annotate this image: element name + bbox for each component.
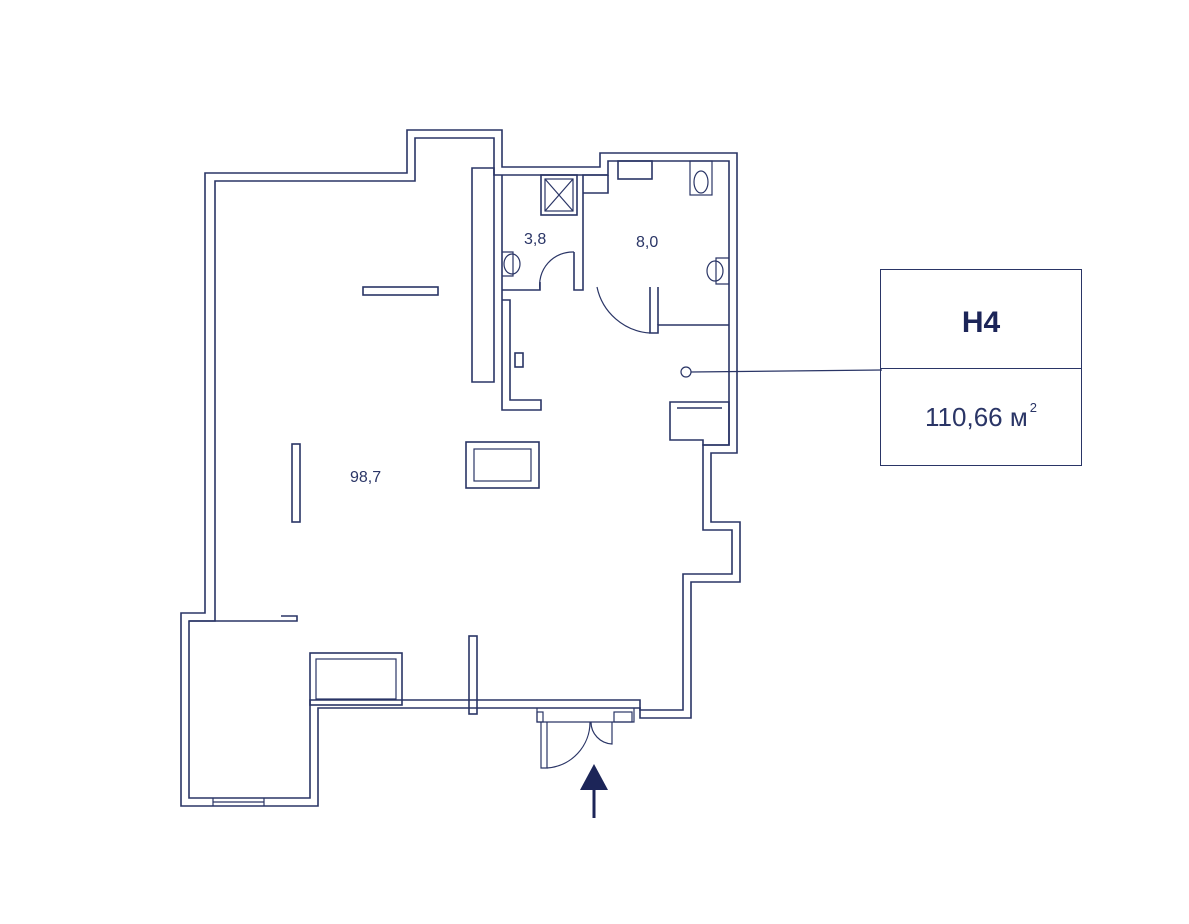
- unit-area-superscript: 2: [1029, 400, 1037, 416]
- unit-area-value: 110,66 м: [925, 402, 1028, 432]
- room-area-bath-small: 3,8: [524, 231, 546, 248]
- shower-icon: [540, 174, 578, 216]
- small-box: [514, 352, 524, 368]
- sink-icon: [706, 257, 729, 285]
- sink-icon: [502, 251, 521, 277]
- entrance-arrow-icon: [580, 764, 608, 818]
- room-area-bath-large: 8,0: [636, 234, 658, 251]
- leader-line: [680, 366, 883, 378]
- room-area-main: 98,7: [350, 469, 381, 486]
- card-divider: [881, 368, 1081, 369]
- bench: [309, 652, 403, 706]
- fixtures: [291, 160, 653, 715]
- exterior-walls: [180, 129, 741, 807]
- window: [212, 798, 265, 806]
- interior-walls: [471, 167, 730, 446]
- toilet-icon: [689, 160, 713, 196]
- counter-top: [362, 286, 439, 296]
- partition-bottom: [468, 635, 478, 715]
- cabinet: [617, 160, 653, 180]
- unit-name: Н4: [961, 306, 1001, 339]
- doors: [536, 251, 651, 769]
- table: [465, 441, 540, 489]
- partition-left: [291, 443, 301, 523]
